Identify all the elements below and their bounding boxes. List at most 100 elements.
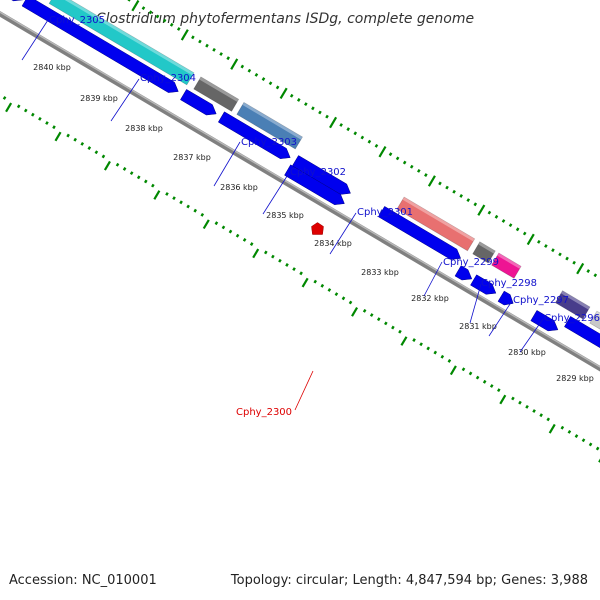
inner-ruler-tick: [468, 371, 473, 376]
cds-arrow[interactable]: [564, 316, 600, 377]
scale-label: 2833 kbp: [361, 268, 399, 277]
gene-label-cphy-2298[interactable]: Cphy_2298: [481, 278, 537, 289]
scale-label: 2840 kbp: [33, 63, 71, 72]
gene-label-cphy-2299[interactable]: Cphy_2299: [443, 257, 499, 268]
inner-ruler-tick: [221, 225, 226, 230]
gene-label-cphy-2305[interactable]: Cphy_2305: [49, 15, 105, 26]
inner-ruler-tick: [362, 308, 367, 313]
cds-arrow[interactable]: [217, 111, 291, 159]
backbone: [0, 11, 600, 372]
inner-ruler-tick: [532, 409, 536, 413]
inner-ruler-tick: [426, 346, 430, 351]
inner-ruler-tick: [440, 354, 445, 359]
ruler-tick: [127, 0, 131, 2]
ruler-tick: [180, 29, 189, 41]
cds-arrow[interactable]: [21, 0, 179, 93]
ruler-tick: [466, 198, 471, 203]
map-title: Clostridium phytofermentans ISDg, comple…: [96, 11, 474, 27]
inner-ruler-tick: [153, 190, 161, 200]
gene-label-cphy-2301[interactable]: Cphy_2301: [357, 207, 413, 218]
cds-arrow[interactable]: [454, 265, 473, 281]
gene-label-cphy-2296[interactable]: Cphy_2296: [544, 313, 600, 324]
ruler-tick: [339, 123, 343, 127]
gene-labels: Cphy_2305 Cphy_2304 Cphy_2303 Cphy_2302 …: [21, 15, 600, 418]
feature-highlight: [64, 0, 194, 76]
ruler-tick: [424, 173, 428, 177]
ruler-tick: [329, 116, 338, 129]
cds-arrow[interactable]: [180, 89, 217, 116]
inner-ruler-tick: [376, 317, 381, 322]
inner-ruler-tick: [292, 267, 296, 272]
ruler-tick: [318, 110, 322, 115]
feature-next[interactable]: [589, 310, 600, 368]
ruler-tick: [417, 168, 421, 173]
scale-label: 2837 kbp: [173, 153, 211, 162]
cds-arrow[interactable]: [378, 206, 462, 260]
feature-cphy-2297[interactable]: [491, 252, 522, 279]
cds-arrow[interactable]: [530, 310, 559, 332]
inner-ruler-tick: [341, 296, 346, 301]
ruler-tick: [593, 273, 598, 278]
inner-ruler-tick: [518, 400, 522, 405]
callout-line: [519, 318, 544, 353]
inner-ruler-tick: [66, 133, 70, 138]
ruler-tick: [367, 139, 372, 144]
ruler-tick: [296, 98, 301, 102]
scale-label: 2839 kbp: [80, 94, 118, 103]
inner-ruler-tick: [115, 162, 120, 167]
ruler-tick: [459, 194, 463, 198]
scale-label: 2838 kbp: [125, 124, 163, 133]
cds-arrow[interactable]: [470, 274, 497, 295]
cds-arrow[interactable]: [497, 290, 514, 306]
inner-ruler-tick: [38, 116, 42, 121]
inner-ruler-tick: [200, 212, 205, 217]
feature-track: [48, 0, 600, 368]
gene-label-cphy-2297[interactable]: Cphy_2297: [513, 295, 569, 306]
inner-ruler-tick: [122, 167, 127, 171]
accession-label: Accession: NC_010001: [9, 573, 157, 588]
gene-label-cphy-2304[interactable]: Cphy_2304: [140, 73, 196, 84]
scale-label: 2831 kbp: [459, 322, 497, 331]
ruler-tick: [526, 233, 535, 246]
feature-cphy-2304[interactable]: [48, 0, 195, 86]
ruler-tick: [427, 175, 436, 187]
feature-cphy-2298[interactable]: [472, 241, 496, 264]
inner-ruler-tick: [391, 325, 395, 330]
gene-label-cphy-2303[interactable]: Cphy_2303: [241, 137, 297, 148]
inner-ruler-tick: [87, 146, 92, 150]
inner-ruler-tick: [320, 283, 325, 288]
rna-gene-cphy-2300[interactable]: [311, 222, 324, 235]
inner-ruler-tick: [581, 438, 586, 443]
ruler-tick: [311, 106, 315, 111]
inner-ruler-tick: [271, 254, 275, 259]
inner-ruler-tick: [193, 208, 198, 213]
feature-highlight: [595, 311, 600, 317]
inner-ruler-tick: [539, 413, 543, 418]
cds-arrow[interactable]: [0, 0, 24, 2]
feature-cphy-2302[interactable]: [236, 101, 303, 150]
ruler-tick: [353, 131, 358, 136]
ruler-tick: [240, 64, 245, 69]
feature-cphy-2303[interactable]: [193, 76, 240, 112]
feature-highlight: [199, 76, 239, 102]
scale-ruler: [127, 0, 598, 278]
cds-track: [0, 0, 600, 377]
inner-ruler-tick: [384, 321, 388, 326]
inner-ruler-tick: [249, 242, 254, 246]
ruler-tick: [325, 114, 329, 119]
ruler-tick: [522, 231, 527, 236]
inner-ruler-tick: [172, 196, 176, 201]
feature-cphy-2296[interactable]: [554, 290, 591, 320]
inner-ruler-tick: [179, 200, 183, 205]
ruler-tick: [378, 146, 387, 158]
feature-cphy-2299[interactable]: [396, 196, 476, 252]
gene-label-cphy-2302[interactable]: Cphy_2302: [290, 167, 346, 178]
gene-label-cphy-2300[interactable]: Cphy_2300: [236, 407, 292, 418]
inner-ruler-tick: [546, 417, 551, 422]
ruler-tick: [141, 6, 146, 11]
inner-ruler-tick: [588, 442, 593, 447]
cds-arrow[interactable]: [284, 164, 345, 205]
inner-ruler-tick: [560, 425, 565, 430]
ruler-tick: [198, 39, 202, 44]
